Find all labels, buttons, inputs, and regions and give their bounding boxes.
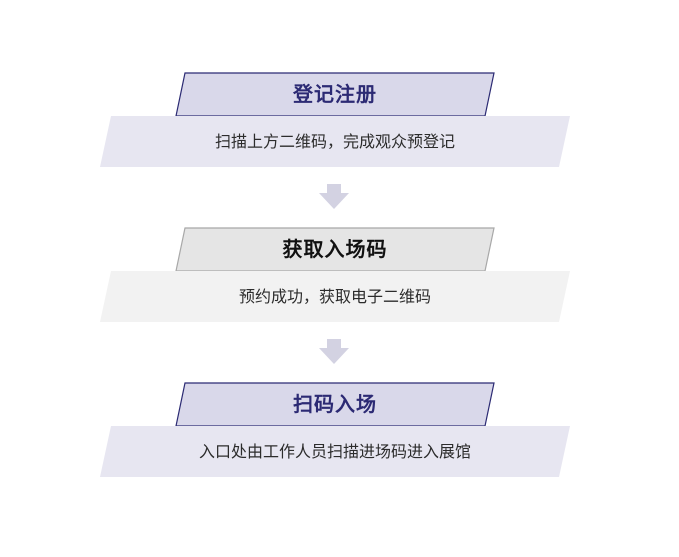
flow-step-get-entry-code: 获取入场码 预约成功，获取电子二维码	[0, 227, 679, 322]
step-description-band: 入口处由工作人员扫描进场码进入展馆	[100, 426, 570, 477]
step-description-band: 扫描上方二维码，完成观众预登记	[100, 116, 570, 167]
step-title: 扫码入场	[293, 392, 377, 416]
parallelogram-band-shape	[100, 426, 570, 477]
step-title: 获取入场码	[282, 237, 388, 261]
flow-step-register: 登记注册 扫描上方二维码，完成观众预登记	[0, 72, 679, 167]
parallelogram-band-shape	[100, 271, 570, 322]
step-title-tab: 扫码入场	[175, 382, 495, 427]
step-title-tab: 登记注册	[175, 72, 495, 117]
step-description: 入口处由工作人员扫描进场码进入展馆	[198, 442, 471, 461]
down-arrow-icon	[319, 339, 349, 365]
parallelogram-band-shape	[100, 116, 570, 167]
down-arrow-icon	[319, 184, 349, 210]
step-description: 扫描上方二维码，完成观众预登记	[214, 132, 455, 151]
step-description-band: 预约成功，获取电子二维码	[100, 271, 570, 322]
flow-step-scan-to-enter: 扫码入场 入口处由工作人员扫描进场码进入展馆	[0, 382, 679, 477]
step-title: 登记注册	[293, 82, 377, 106]
step-title-tab: 获取入场码	[175, 227, 495, 272]
step-description: 预约成功，获取电子二维码	[238, 287, 431, 306]
